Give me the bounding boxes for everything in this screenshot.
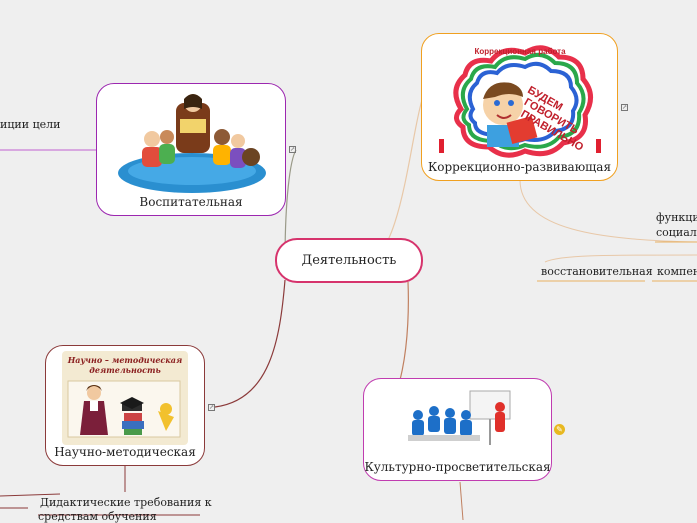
- topic-label: Научно-методическая: [54, 445, 196, 459]
- topic-node-vospitatelnaya[interactable]: Воспитательная: [96, 83, 286, 216]
- topic-node-korrekcionnaya[interactable]: БУДЕМ ГОВОРИТЬ ПРАВИЛЬНО Коррекционная р…: [421, 33, 618, 181]
- subtopic-text-funkc-1[interactable]: функци: [656, 211, 697, 224]
- image-title-line1: Научно – методическая: [67, 355, 183, 365]
- note-icon[interactable]: ✎: [554, 424, 565, 435]
- central-topic-label: Деятельность: [301, 253, 397, 268]
- subtopic-text-vosstanovitelnaya[interactable]: восстановительная: [541, 265, 653, 278]
- topic-node-nauchnaya[interactable]: Научно – методическая деятельность Научн…: [45, 345, 205, 466]
- link-icon[interactable]: ↗: [289, 146, 296, 153]
- subtopic-text-didakt-2[interactable]: средствам обучения: [38, 510, 157, 523]
- image-title-line2: деятельность: [89, 365, 161, 375]
- speech-correction-image: БУДЕМ ГОВОРИТЬ ПРАВИЛЬНО Коррекционная р…: [439, 39, 601, 160]
- topic-label: Культурно-просветительская: [364, 460, 551, 474]
- subtopic-text-left[interactable]: иции цели: [0, 118, 61, 131]
- topic-label: Воспитательная: [139, 195, 243, 209]
- teacher-reading-image: [114, 89, 269, 195]
- scientific-methodical-image: Научно – методическая деятельность: [62, 351, 188, 445]
- subtopic-text-kompens[interactable]: компен: [657, 265, 697, 278]
- subtopic-text-funkc-2[interactable]: социал: [656, 226, 697, 239]
- image-caption-title: Коррекционная работа: [474, 47, 566, 56]
- link-icon[interactable]: ↗: [621, 104, 628, 111]
- link-icon[interactable]: ↗: [208, 404, 215, 411]
- presentation-image: [400, 385, 518, 459]
- subtopic-text-didakt-1[interactable]: Дидактические требования к: [40, 496, 212, 509]
- topic-label: Коррекционно-развивающая: [427, 160, 612, 174]
- topic-node-kulturnaya[interactable]: Культурно-просветительская: [363, 378, 552, 481]
- central-topic-node[interactable]: Деятельность: [275, 238, 423, 283]
